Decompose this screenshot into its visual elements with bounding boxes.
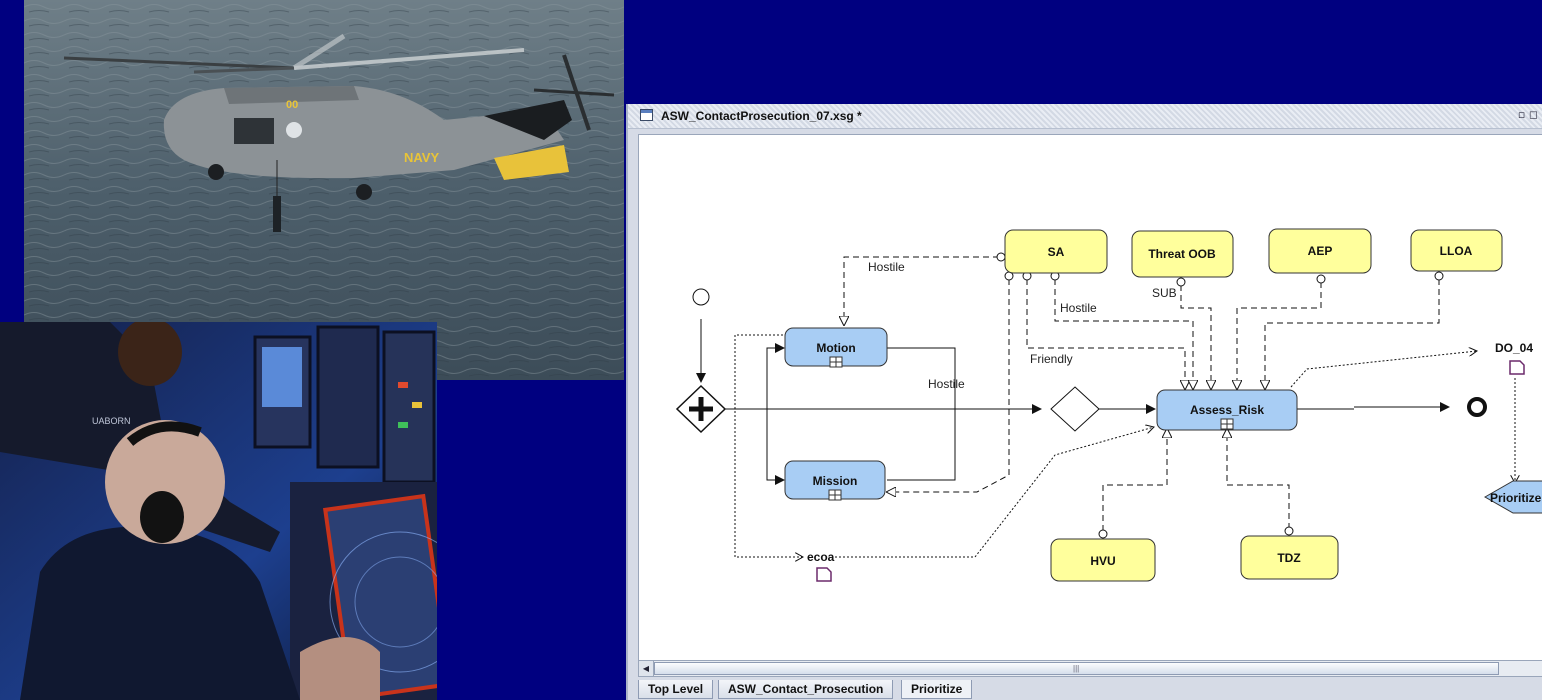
task-motion[interactable]: Motion <box>784 327 888 368</box>
data-object-do-04[interactable]: DO_04 <box>1495 341 1533 375</box>
start-event[interactable] <box>692 288 710 306</box>
edge-label-hostile-motion: Hostile <box>928 377 965 391</box>
data-tdz-label: TDZ <box>1277 551 1300 565</box>
data-lloa[interactable]: LLOA <box>1410 229 1503 272</box>
data-lloa-label: LLOA <box>1440 244 1473 258</box>
data-threat-oob[interactable]: Threat OOB <box>1131 230 1234 278</box>
tab-prioritize[interactable]: Prioritize <box>901 680 973 699</box>
diagram-canvas[interactable]: Hostile Hostile Friendly Hostile SUB Mot… <box>638 134 1542 662</box>
task-assess-risk-label: Assess_Risk <box>1190 403 1264 417</box>
data-tdz[interactable]: TDZ <box>1240 535 1339 580</box>
data-object-ecoa[interactable]: ecoa <box>807 550 835 582</box>
document-icon <box>640 109 653 121</box>
uniform-patch: UABORN <box>92 416 131 426</box>
task-mission-label: Mission <box>813 474 858 488</box>
end-event[interactable] <box>1467 397 1487 417</box>
edge-label-sub: SUB <box>1152 286 1177 300</box>
task-assess-risk[interactable]: Assess_Risk <box>1156 389 1298 431</box>
scrollbar-thumb[interactable]: ||| <box>654 662 1499 675</box>
task-mission[interactable]: Mission <box>784 460 886 501</box>
data-threat-oob-label: Threat OOB <box>1148 247 1216 261</box>
data-aep[interactable]: AEP <box>1268 228 1372 274</box>
parallel-gateway[interactable] <box>675 384 727 434</box>
ecoa-label: ecoa <box>807 550 835 564</box>
data-aep-label: AEP <box>1308 244 1333 258</box>
document-icon <box>1509 360 1525 375</box>
window-title: ASW_ContactProsecution_07.xsg * <box>661 109 862 123</box>
node-prioritize-label: Prioritize <box>1490 491 1542 505</box>
task-motion-label: Motion <box>816 341 855 355</box>
data-hvu[interactable]: HVU <box>1050 538 1156 582</box>
graph-editor-window: ASW_ContactProsecution_07.xsg * ▫ ◻ <box>626 104 1542 700</box>
do-04-label: DO_04 <box>1495 341 1533 355</box>
navy-marking: NAVY <box>404 150 439 165</box>
helicopter-photo: NAVY 00 <box>24 0 624 380</box>
tab-bar: Top Level ASW_Contact_Prosecution Priori… <box>638 678 1542 700</box>
node-prioritize[interactable]: Prioritize <box>1483 480 1542 514</box>
edge-label-hostile-sa: Hostile <box>1060 301 1097 315</box>
sonar-operators-photo: UABORN <box>0 322 437 700</box>
document-icon <box>816 567 832 582</box>
tab-asw-contact-prosecution[interactable]: ASW_Contact_Prosecution <box>718 680 894 699</box>
tab-top-level[interactable]: Top Level <box>638 680 714 699</box>
edge-label-friendly: Friendly <box>1030 352 1073 366</box>
window-controls-icon[interactable]: ▫ ◻ <box>1517 108 1538 121</box>
grip-icon: ||| <box>1073 664 1080 673</box>
data-hvu-label: HVU <box>1090 554 1115 568</box>
data-sa-label: SA <box>1048 245 1065 259</box>
scroll-left-icon[interactable]: ◀ <box>639 661 654 676</box>
edge-label-hostile-top: Hostile <box>868 260 905 274</box>
window-titlebar[interactable]: ASW_ContactProsecution_07.xsg * ▫ ◻ <box>628 104 1542 129</box>
tail-code: 00 <box>286 99 298 111</box>
horizontal-scrollbar[interactable]: ◀ ||| <box>638 660 1542 677</box>
exclusive-gateway[interactable] <box>1050 386 1100 432</box>
data-sa[interactable]: SA <box>1004 229 1108 274</box>
